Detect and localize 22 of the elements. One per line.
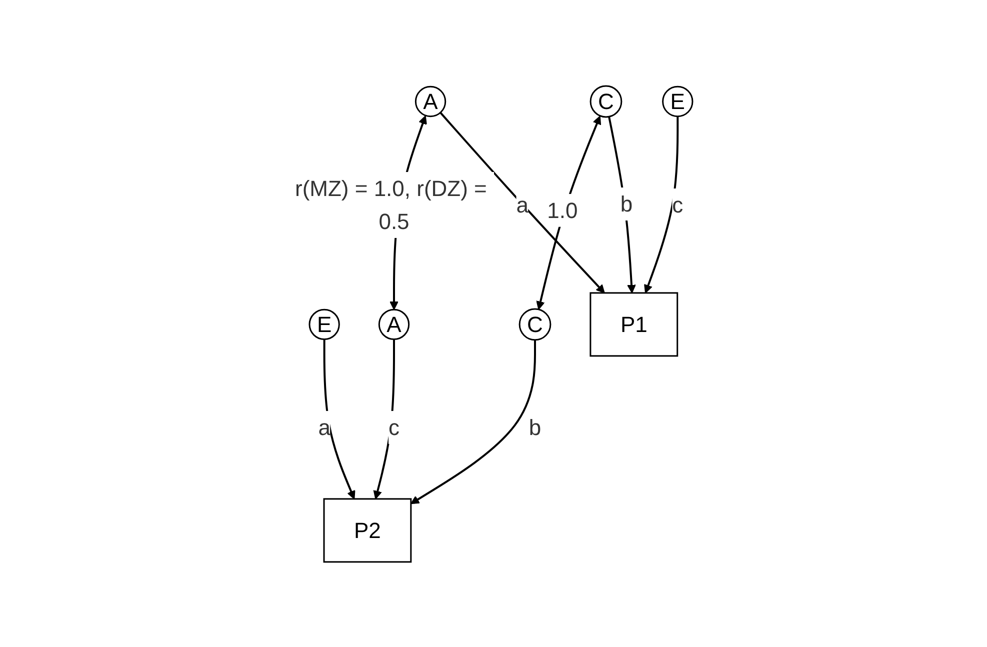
node-circle: C bbox=[519, 308, 552, 341]
arrow bbox=[324, 339, 356, 500]
node-circle: A bbox=[378, 308, 410, 340]
edge-label: a bbox=[318, 414, 331, 440]
node-circle: A bbox=[415, 86, 446, 118]
edge-label: a bbox=[516, 192, 529, 218]
arrow bbox=[410, 340, 536, 504]
edge-label: c bbox=[388, 414, 400, 440]
node-circle: E bbox=[662, 86, 694, 118]
arrow bbox=[536, 116, 602, 310]
edge-label: 1.0 bbox=[547, 198, 578, 223]
edge-label: b bbox=[620, 192, 633, 217]
arrow bbox=[440, 112, 606, 294]
node-box: P2 bbox=[324, 498, 412, 563]
edge-label: c bbox=[672, 192, 684, 218]
node-circle: C bbox=[590, 85, 622, 118]
node-box: P1 bbox=[590, 292, 678, 357]
arrow bbox=[608, 116, 636, 294]
edge-label: r(MZ) = 1.0, r(DZ) = 0.5 bbox=[295, 176, 488, 234]
edge-label: b bbox=[529, 414, 542, 440]
arrow bbox=[644, 116, 679, 294]
node-circle: E bbox=[308, 308, 340, 340]
